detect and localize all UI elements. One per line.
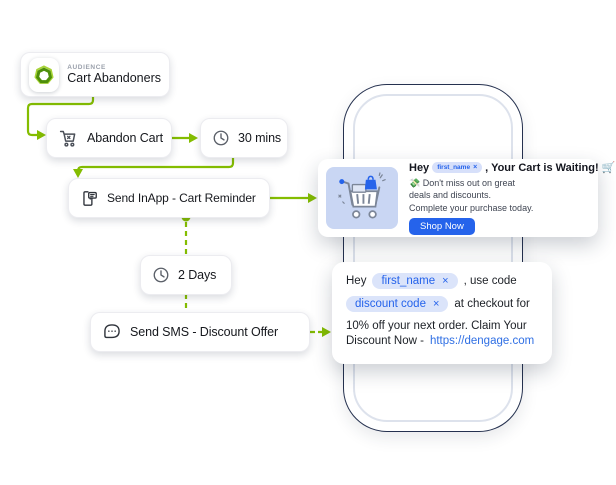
inapp-body-line: Complete your purchase today. [409, 202, 534, 213]
merge-tag-label: discount code [355, 298, 426, 310]
phone-mockup [343, 84, 523, 432]
node-send-inapp[interactable]: Send InApp - Cart Reminder [68, 178, 270, 218]
inapp-body-line: deals and discounts. [409, 190, 492, 201]
sms-body-line: 10% off your next order. Claim Your [346, 320, 527, 332]
inapp-title-suffix: , Your Cart is Waiting! 🛒 [485, 162, 616, 175]
remove-tag-icon[interactable]: × [442, 275, 449, 287]
audience-overline: AUDIENCE [67, 63, 106, 71]
phone-screen [353, 94, 513, 422]
node-label: Send SMS - Discount Offer [130, 325, 279, 339]
sms-body-line: Discount Now - [346, 335, 424, 347]
sms-after-code: at checkout for [454, 298, 530, 310]
node-label: Send InApp - Cart Reminder [107, 191, 256, 205]
inapp-title-prefix: Hey [409, 161, 430, 174]
sms-link[interactable]: https://dengage.com [429, 335, 535, 347]
node-audience-cart-abandoners[interactable]: AUDIENCE Cart Abandoners [20, 52, 170, 97]
node-wait-30-mins[interactable]: 30 mins [200, 118, 288, 158]
node-wait-2-days[interactable]: 2 Days [140, 255, 232, 295]
remove-tag-icon[interactable]: × [432, 298, 440, 310]
inapp-message-icon [80, 189, 99, 208]
node-label: Abandon Cart [87, 131, 163, 145]
inapp-title: Hey first_name × , Your Cart is Waiting!… [409, 161, 616, 175]
inapp-notification-card: Hey first_name × , Your Cart is Waiting!… [318, 159, 615, 237]
sms-message-card: Hey first_name × , use code discount cod… [332, 262, 552, 364]
merge-tag-discount-code[interactable]: discount code × [346, 296, 449, 312]
sms-bubble-icon [102, 322, 122, 342]
sms-after-name: , use code [463, 275, 517, 287]
node-label: 2 Days [178, 268, 217, 282]
audience-label: Cart Abandoners [67, 71, 161, 86]
clock-icon [212, 129, 230, 147]
merge-tag-first-name[interactable]: first_name × [432, 162, 483, 174]
sms-greeting: Hey [346, 275, 367, 287]
clock-icon [152, 266, 170, 284]
audience-icon [29, 57, 60, 92]
shop-now-button[interactable]: Shop Now [409, 217, 475, 235]
node-abandon-cart[interactable]: Abandon Cart [46, 118, 172, 158]
merge-tag-first-name[interactable]: first_name × [372, 273, 458, 289]
node-label: 30 mins [238, 131, 282, 145]
merge-tag-label: first_name [381, 275, 436, 287]
cart-illustration [326, 167, 398, 229]
cart-x-icon [58, 128, 79, 149]
remove-tag-icon[interactable]: × [473, 164, 478, 172]
inapp-body-line: 💸 Don't miss out on great [409, 178, 515, 189]
merge-tag-label: first_name [437, 164, 471, 172]
node-send-sms[interactable]: Send SMS - Discount Offer [90, 312, 310, 352]
